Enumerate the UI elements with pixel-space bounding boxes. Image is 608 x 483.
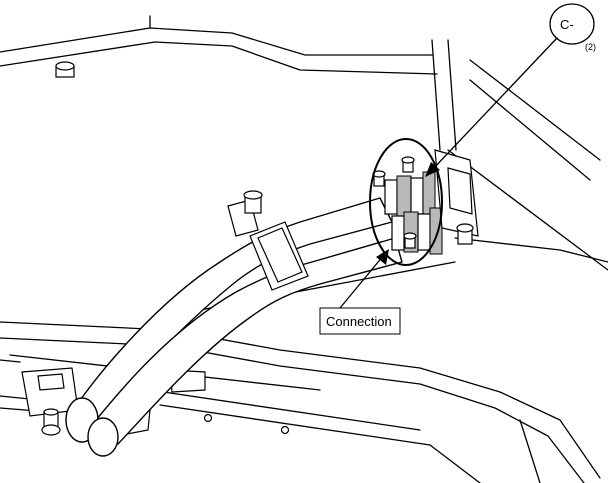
connection-label-text: Connection [326, 314, 392, 329]
upper-panel [0, 15, 608, 311]
callout-code: C- [560, 17, 574, 32]
hose-pair [65, 197, 403, 457]
clamp-bolt [243, 190, 263, 214]
top-left-bolt [55, 61, 75, 78]
connection-arrow [339, 249, 389, 309]
callout-count: (2) [585, 42, 596, 52]
callout-arrow [425, 37, 558, 177]
hose-couplings [384, 149, 479, 255]
hose-clamp [227, 199, 309, 291]
connection-label: Connection [319, 307, 401, 335]
callout-bubble: C- (2) [549, 3, 596, 52]
connection-bolts [372, 156, 474, 249]
lower-left-bolt [41, 408, 61, 436]
connection-highlight-ring [369, 138, 443, 266]
